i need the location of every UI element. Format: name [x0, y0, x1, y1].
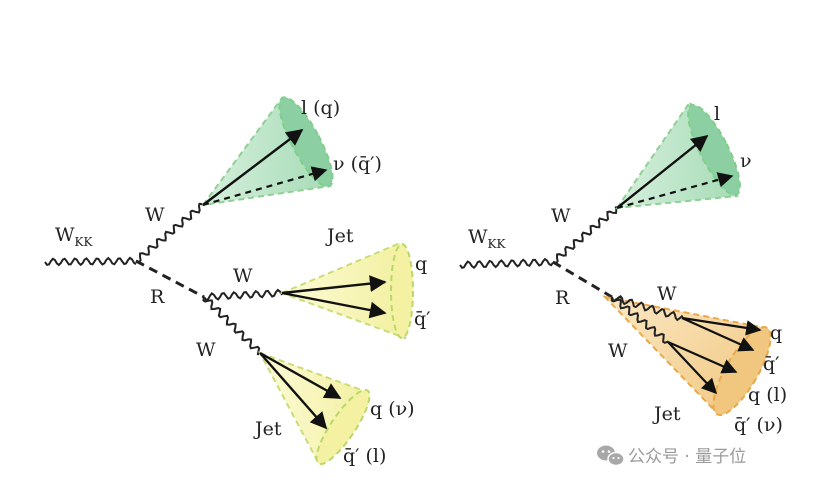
right-diagram: WKK R W W W l ν Jet q q̄′ q (l) q̄′ (ν) [459, 100, 787, 436]
left-bot-q-label: q (ν) [370, 398, 415, 420]
right-w-middle-label: W [657, 283, 677, 305]
left-middle-jet-cone [279, 241, 414, 340]
left-wkk-label: WKK [55, 224, 93, 249]
w-boson-lower-line [202, 296, 261, 356]
right-r-label: R [555, 287, 570, 309]
left-mid-q-label: q [415, 253, 427, 275]
right-qbar1-label: q̄′ [763, 353, 779, 375]
left-w-lower-label: W [196, 339, 216, 361]
w-boson-inner-line [611, 294, 684, 322]
wechat-icon [597, 445, 625, 467]
right-jet-label: Jet [652, 403, 681, 425]
left-w-middle-label: W [233, 265, 253, 287]
left-mid-jet-label: Jet [325, 225, 354, 247]
right-w-lower-label: W [608, 340, 628, 362]
right-q1-label: q [770, 322, 782, 344]
r-dashed-line [552, 260, 613, 299]
right-w-upper-label: W [551, 205, 571, 227]
left-top-cone [200, 96, 334, 207]
left-top-nu-label: ν (q̄′) [333, 153, 382, 175]
left-top-l-label: l (q) [301, 97, 340, 119]
r-dashed-line [135, 259, 205, 299]
right-top-cone [614, 100, 741, 210]
wkk-wavy-line [44, 256, 137, 267]
right-orange-jet-cone [602, 294, 772, 417]
right-top-nu-label: ν [740, 150, 752, 172]
left-w-upper-label: W [145, 204, 165, 226]
wkk-wavy-line [459, 257, 554, 270]
left-bot-qbar-label: q̄′ (l) [343, 445, 386, 467]
left-bot-jet-label: Jet [253, 418, 282, 440]
w-boson-upper-line [135, 202, 203, 264]
left-diagram: WKK R W W W l (q) ν (q̄′) Jet q q̄′ Jet … [44, 96, 430, 467]
left-mid-qbar-label: q̄′ [414, 308, 430, 330]
w-boson-middle-line [203, 288, 283, 301]
w-boson-inner-line [610, 296, 669, 344]
w-boson-upper-line [552, 206, 618, 265]
watermark-text: 公众号 · 量子位 [628, 447, 746, 467]
right-qbar2-label: q̄′ (ν) [734, 414, 783, 436]
left-r-label: R [150, 286, 165, 308]
right-wkk-label: WKK [468, 226, 506, 251]
left-bottom-jet-cone [257, 351, 371, 466]
watermark: 公众号 · 量子位 [597, 445, 746, 467]
right-top-l-label: l [714, 103, 720, 125]
right-q2-label: q (l) [748, 384, 787, 406]
